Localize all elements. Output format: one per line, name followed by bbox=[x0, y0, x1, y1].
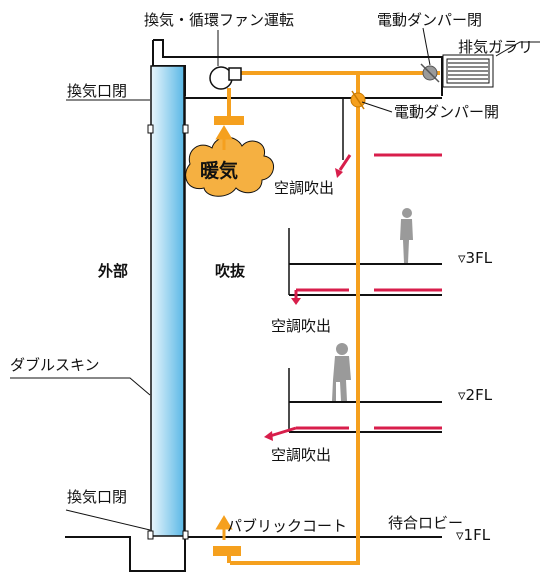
vent-top-marker bbox=[147, 124, 154, 134]
ac-outlet-2-label: 空調吹出 bbox=[271, 317, 331, 335]
damper-side-label: 電動ダンパー開 bbox=[394, 103, 499, 121]
exhaust-louver-icon bbox=[442, 54, 494, 88]
warm-air-label: 暖気 bbox=[200, 159, 238, 182]
ceiling-diffuser bbox=[214, 116, 244, 125]
ac-arrowheads bbox=[264, 168, 343, 441]
damper-side-icon bbox=[350, 90, 366, 110]
vent-top-label: 換気口閉 bbox=[67, 82, 127, 100]
ac-outlet-3-label: 空調吹出 bbox=[271, 446, 331, 464]
floor-3-label: ▿3FL bbox=[458, 249, 493, 267]
damper-top-label: 電動ダンパー閉 bbox=[377, 11, 482, 29]
vent-bottom-label: 換気口閉 bbox=[67, 488, 127, 506]
vent-top-marker-2 bbox=[182, 124, 189, 134]
vent-bottom-marker-2 bbox=[182, 530, 189, 540]
fan-icon bbox=[209, 66, 242, 90]
person-icon bbox=[400, 208, 413, 263]
double-skin-label: ダブルスキン bbox=[10, 356, 100, 374]
double-skin-glass bbox=[150, 65, 185, 537]
floor-1-label: ▿1FL bbox=[456, 526, 491, 544]
damper-top-icon bbox=[420, 63, 440, 83]
atrium-label: 吹抜 bbox=[215, 262, 246, 280]
fan-running-label: 換気・循環ファン運転 bbox=[144, 11, 294, 29]
exterior-label: 外部 bbox=[97, 262, 128, 280]
exhaust-louver-label: 排気ガラリ bbox=[458, 38, 533, 56]
leader-lines bbox=[10, 27, 540, 531]
waiting-lobby-label: 待合ロビー bbox=[388, 514, 463, 532]
vent-bottom-marker bbox=[147, 530, 154, 540]
warm-air-cloud bbox=[185, 136, 274, 197]
ac-outlets bbox=[269, 153, 442, 438]
warm-air-arrows bbox=[215, 125, 233, 540]
person-icon-2 bbox=[332, 343, 351, 401]
ac-outlet-1-label: 空調吹出 bbox=[274, 179, 334, 197]
public-court-label: パブリックコート bbox=[227, 517, 347, 535]
floor-2-label: ▿2FL bbox=[458, 386, 493, 404]
